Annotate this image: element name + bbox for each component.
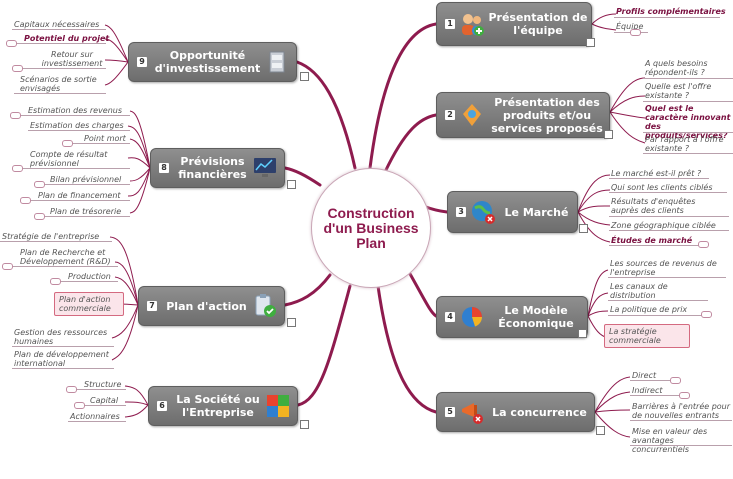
leaf-avantages[interactable]: Mise en valeur des avantages concurrenti… [632, 427, 708, 454]
leaf-zone[interactable]: Zone géographique ciblée [611, 221, 716, 230]
node-number: 8 [159, 163, 169, 173]
leaf-politique-prix[interactable]: La politique de prix [610, 305, 688, 314]
note-icon[interactable] [604, 130, 613, 139]
leaf-production[interactable]: Production [68, 272, 111, 281]
leaf-barrieres[interactable]: Barrières à l'entrée pour de nouvelles e… [632, 402, 731, 420]
leaf-actionnaires[interactable]: Actionnaires [70, 412, 120, 421]
node-number: 1 [445, 19, 455, 29]
leaf-international[interactable]: Plan de développement international [14, 350, 109, 368]
note-icon[interactable] [586, 38, 595, 47]
node-modele-economique[interactable]: 4 Le Modèle Économique [436, 296, 588, 338]
leaf-direct[interactable]: Direct [632, 371, 657, 380]
leaf-equipe[interactable]: Équipe [616, 22, 644, 31]
puzzle-icon [267, 395, 289, 417]
node-presentation-equipe[interactable]: 1 Présentation de l'équipe [436, 2, 592, 46]
leaf-capital[interactable]: Capital [90, 396, 119, 405]
leaf-rd[interactable]: Plan de Recherche et Développement (R&D) [20, 248, 111, 266]
note-icon[interactable] [287, 180, 296, 189]
note-icon[interactable] [287, 318, 296, 327]
note-icon[interactable] [579, 224, 588, 233]
megaphone-icon [462, 403, 483, 424]
leaf-retour-investissement[interactable]: Retour sur investissement [41, 50, 103, 68]
node-number: 7 [147, 301, 157, 311]
node-la-concurrence[interactable]: 5 La concurrence [436, 392, 595, 432]
product-icon [463, 104, 481, 126]
node-label: La concurrence [492, 405, 587, 419]
node-opportunite-investissement[interactable]: 9 Opportunité d'investissement [128, 42, 297, 82]
node-presentation-produits[interactable]: 2 Présentation des produits et/ou servic… [436, 92, 610, 138]
leaf-plan-tresorerie[interactable]: Plan de trésorerie [50, 207, 122, 216]
central-topic-title: Construction d'un Business Plan [323, 204, 419, 251]
leaf-offre-existante[interactable]: Quelle est l'offre existante ? [645, 82, 712, 100]
globe-icon [472, 201, 495, 224]
leaf-sources-revenus[interactable]: Les sources de revenus de l'entreprise [610, 259, 717, 277]
leaf-plan-action-commerciale[interactable]: Plan d'action commerciale [54, 292, 124, 316]
central-topic[interactable]: Construction d'un Business Plan [311, 168, 431, 288]
leaf-structure[interactable]: Structure [84, 380, 122, 389]
leaf-canaux[interactable]: Les canaux de distribution [610, 282, 668, 300]
node-number: 5 [445, 407, 455, 417]
node-number: 9 [137, 57, 147, 67]
leaf-strategie-entreprise[interactable]: Stratégie de l'entreprise [2, 232, 100, 241]
node-label: La Société ou l'Entreprise [176, 393, 260, 419]
leaf-point-mort[interactable]: Point mort [84, 134, 126, 143]
clipboard-check-icon [255, 294, 276, 317]
leaf-scenarios[interactable]: Scénarios de sortie envisagés [20, 75, 97, 93]
leaf-plan-financement[interactable]: Plan de financement [38, 191, 121, 200]
node-la-societe[interactable]: 6 La Société ou l'Entreprise [148, 386, 298, 426]
node-number: 2 [445, 110, 455, 120]
node-le-marche[interactable]: 3 Le Marché [447, 191, 578, 233]
note-icon[interactable] [578, 329, 587, 338]
leaf-bilan[interactable]: Bilan prévisionnel [50, 175, 122, 184]
leaf-profils[interactable]: Profils complémentaires [616, 7, 726, 16]
node-previsions-financieres[interactable]: 8 Prévisions financières [150, 148, 285, 188]
leaf-potentiel[interactable]: Potentiel du projet [24, 34, 110, 43]
leaf-besoins[interactable]: A quels besoins répondent-ils ? [645, 59, 708, 77]
node-label: Le Marché [504, 205, 569, 219]
leaf-estimation-revenus[interactable]: Estimation des revenus [28, 106, 123, 115]
leaf-strategie-commerciale[interactable]: La stratégie commerciale [604, 324, 690, 348]
leaf-rh[interactable]: Gestion des ressources humaines [14, 328, 108, 346]
node-label: Présentation de l'équipe [488, 11, 588, 37]
leaf-compte-resultat[interactable]: Compte de résultat prévisionnel [30, 150, 108, 168]
node-label: Opportunité d'investissement [154, 49, 261, 75]
node-plan-action[interactable]: 7 Plan d'action [138, 286, 285, 326]
leaf-indirect[interactable]: Indirect [632, 386, 663, 395]
note-icon[interactable] [300, 72, 309, 81]
leaf-par-rapport[interactable]: Par rapport à l'offre existante ? [645, 135, 724, 153]
node-number: 6 [157, 401, 167, 411]
node-number: 4 [445, 312, 455, 322]
leaf-innovant[interactable]: Quel est le caractère innovant des produ… [645, 104, 731, 140]
leaf-etudes[interactable]: Études de marché [611, 236, 693, 245]
node-label: Prévisions financières [178, 155, 247, 181]
team-icon [462, 14, 484, 36]
leaf-clients-cibles[interactable]: Qui sont les clients ciblés [611, 183, 713, 192]
leaf-enquetes[interactable]: Résultats d'enquêtes auprès des clients [611, 197, 696, 215]
node-label: Présentation des produits et/ou services… [491, 95, 603, 135]
note-icon[interactable] [300, 420, 309, 429]
cabinet-icon [269, 51, 285, 73]
leaf-estimation-charges[interactable]: Estimation des charges [30, 121, 124, 130]
node-label: Le Modèle Économique [498, 304, 574, 330]
node-number: 3 [456, 207, 466, 217]
monitor-chart-icon [254, 158, 276, 177]
pie-chart-icon [462, 307, 482, 327]
node-label: Plan d'action [166, 299, 247, 313]
leaf-capitaux[interactable]: Capitaux nécessaires [14, 20, 100, 29]
leaf-marche-pret[interactable]: Le marché est-il prêt ? [611, 169, 702, 178]
note-icon[interactable] [596, 426, 605, 435]
